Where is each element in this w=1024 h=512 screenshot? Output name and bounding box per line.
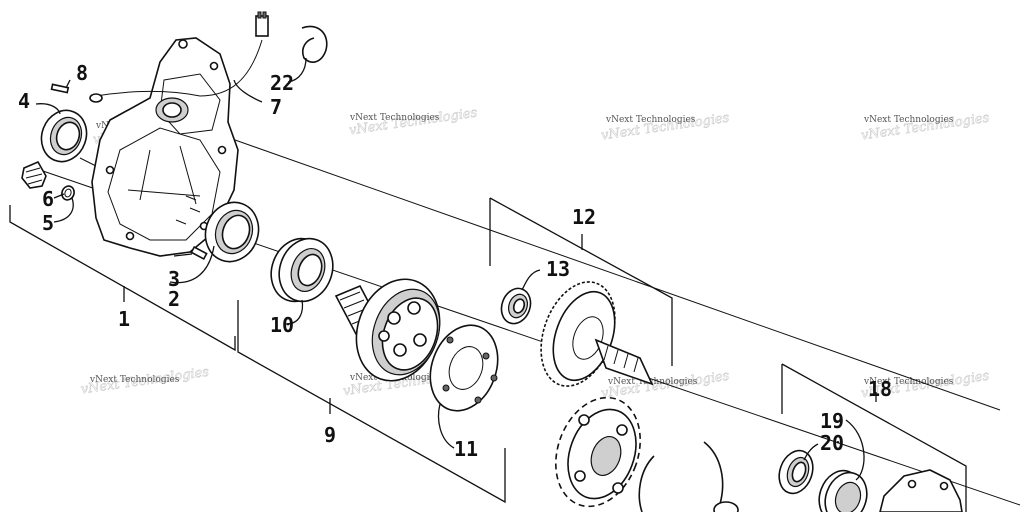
label-22: 22 [270,71,294,95]
drain-plug-5 [21,160,47,189]
watermark-5: vNext Technologies vNext Technologies [80,364,211,397]
label-20: 20 [820,431,844,455]
label-2: 2 [168,287,180,311]
svg-text:vNext Technologies: vNext Technologies [349,113,440,123]
bearing-10 [270,237,334,303]
bracket-18 [781,363,967,512]
watermark-3: vNext Technologies vNext Technologies [600,110,731,143]
label-5: 5 [42,211,54,235]
bolt-8 [50,83,70,94]
label-18: 18 [868,377,892,401]
label-11: 11 [454,437,478,461]
thrust-plate-11 [429,324,499,412]
bracket-1 [9,205,236,352]
sensor-wire-7 [89,11,269,103]
seal-2 [204,201,260,263]
snap-ring-right [638,441,724,512]
label-6: 6 [42,187,54,211]
housing-case [91,37,239,257]
bracket-12 [489,197,673,366]
label-19: 19 [820,409,844,433]
svg-text:vNext Technologies: vNext Technologies [863,377,954,387]
part-labels: 1 2 3 4 5 6 7 8 9 10 11 12 13 18 19 20 2… [18,61,892,461]
watermark-2: vNext Technologies vNext Technologies [348,105,479,138]
bearing-13 [500,287,532,325]
label-8: 8 [76,61,88,85]
dowel-pin-3 [190,245,208,261]
bracket-9 [237,300,506,504]
seal-20 [778,449,814,495]
sprocket-gear [555,396,641,508]
output-shaft-9 [334,278,441,382]
label-10: 10 [270,313,294,337]
label-4: 4 [18,89,30,113]
cover-18 [879,469,963,512]
washer-6 [61,185,75,201]
svg-text:vNext Technologies: vNext Technologies [605,115,696,125]
drive-gear-12 [540,281,654,387]
svg-text:vNext Technologies: vNext Technologies [89,375,180,385]
seal-4 [40,109,88,163]
svg-text:vNext Technologies: vNext Technologies [607,377,698,387]
label-12: 12 [572,205,596,229]
label-9: 9 [324,423,336,447]
svg-text:vNext Technologies: vNext Technologies [863,115,954,125]
label-7: 7 [270,95,282,119]
label-1: 1 [118,307,130,331]
bearing-19 [818,469,868,512]
watermark-4: vNext Technologies vNext Technologies [860,110,991,143]
leader-lines [35,57,865,481]
label-3: 3 [168,267,180,291]
snap-ring-22 [301,25,328,63]
bottom-bushing [713,501,739,512]
label-13: 13 [546,257,570,281]
